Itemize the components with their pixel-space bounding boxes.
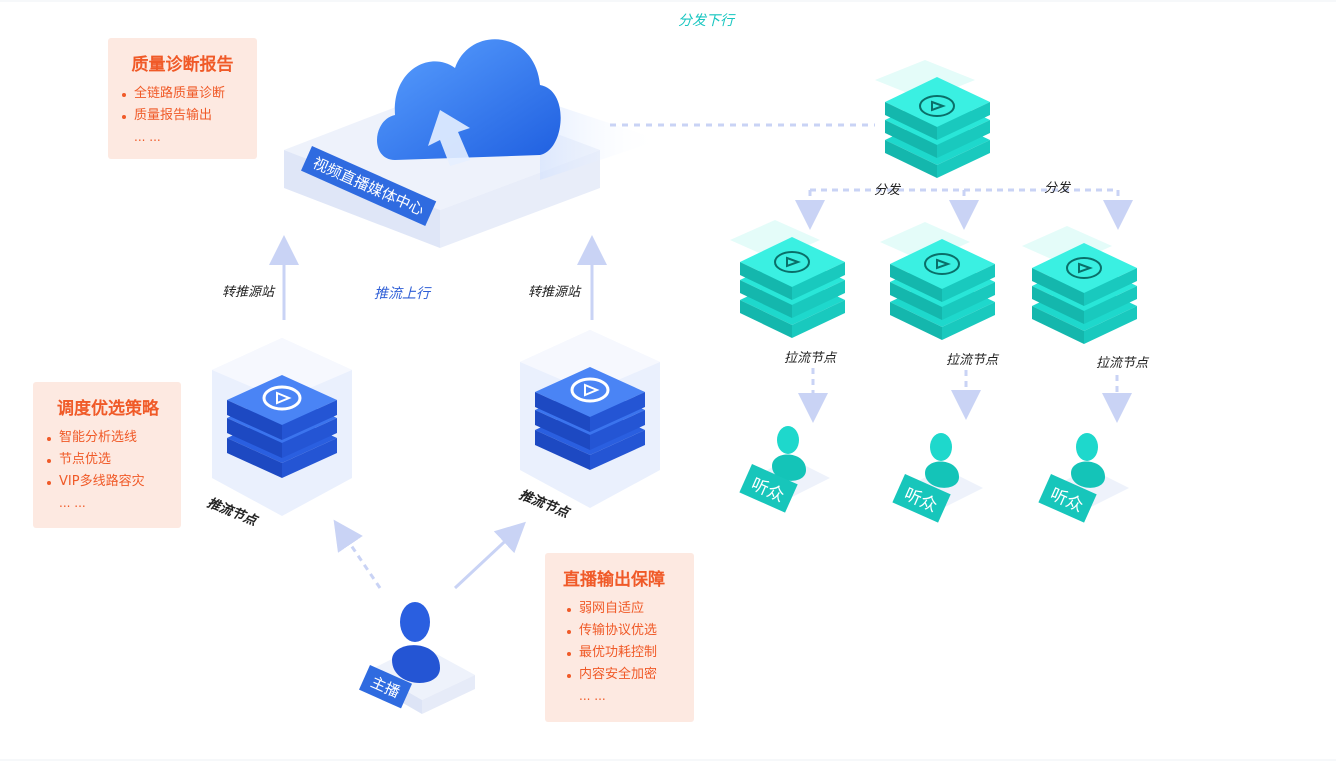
dist-right-label: 分发 <box>1044 181 1071 196</box>
cloud-icon <box>376 39 561 166</box>
pull-node-label-3: 拉流节点 <box>1096 356 1149 371</box>
pull-node-label-1: 拉流节点 <box>784 351 837 366</box>
quality-card-title: 质量诊断报告 <box>131 55 234 75</box>
pull-node-label-2: 拉流节点 <box>946 353 999 368</box>
output-card-more: ... ... <box>579 689 606 703</box>
list-item: 内容安全加密 <box>563 664 686 686</box>
push-node-right-graphic <box>520 330 660 508</box>
output-card: 直播输出保障 弱网自适应 传输协议优选 最优功耗控制 内容安全加密 ... ..… <box>545 553 694 722</box>
flow-title-down: 分发下行 <box>678 13 734 29</box>
listener-arrows <box>798 368 1132 423</box>
distribution-branches <box>795 188 1133 230</box>
list-item: 传输协议优选 <box>563 620 686 642</box>
list-item: 弱网自适应 <box>563 598 686 620</box>
list-item: VIP多线路容灾 <box>43 471 173 493</box>
flow-title-up: 推流上行 <box>374 286 430 302</box>
list-item: 质量报告输出 <box>118 105 247 127</box>
dist-left-label: 分发 <box>874 183 901 198</box>
schedule-card: 调度优选策略 智能分析选线 节点优选 VIP多线路容灾 ... ... <box>33 382 181 528</box>
schedule-card-title: 调度优选策略 <box>57 399 159 419</box>
anchor-to-left-arrow <box>333 519 382 589</box>
schedule-card-more: ... ... <box>59 496 86 510</box>
output-card-title: 直播输出保障 <box>563 570 665 590</box>
quality-card: 质量诊断报告 全链路质量诊断 质量报告输出 ... ... <box>108 38 257 159</box>
quality-card-more: ... ... <box>134 130 161 144</box>
pull-node-3-graphic <box>1022 226 1137 344</box>
list-item: 全链路质量诊断 <box>118 83 247 105</box>
anchor-to-right-arrow <box>453 521 526 590</box>
relay-right-label: 转推源站 <box>528 285 581 300</box>
push-node-left-graphic <box>212 338 352 516</box>
pull-node-2-graphic <box>880 222 995 340</box>
list-item: 智能分析选线 <box>43 427 173 449</box>
relay-left-label: 转推源站 <box>222 285 275 300</box>
pull-node-1-graphic <box>730 220 845 338</box>
dist-node-top-graphic <box>875 60 990 178</box>
list-item: 节点优选 <box>43 449 173 471</box>
list-item: 最优功耗控制 <box>563 642 686 664</box>
